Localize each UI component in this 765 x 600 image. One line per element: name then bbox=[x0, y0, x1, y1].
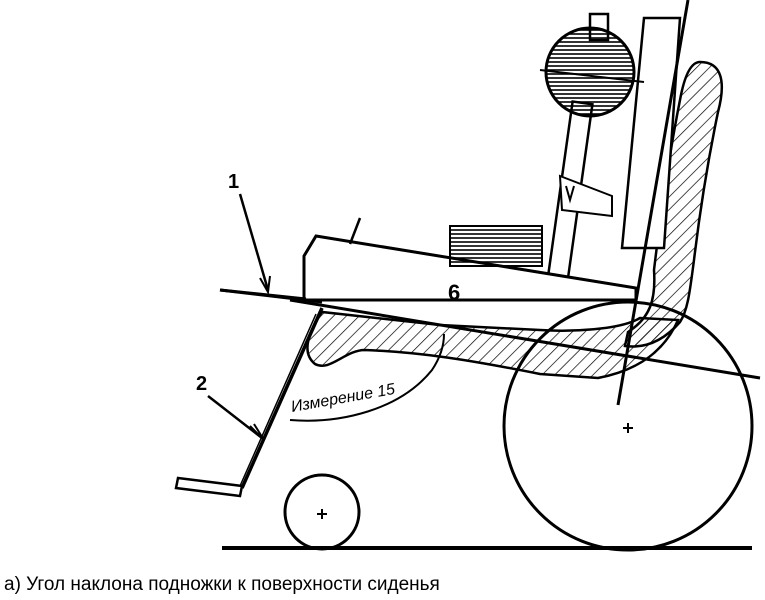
footrest-leg-inner bbox=[239, 313, 317, 487]
back-post-line bbox=[616, 0, 690, 406]
protractor-disc bbox=[544, 26, 636, 118]
leader-arrow-1 bbox=[259, 275, 271, 296]
front-wheel-hub bbox=[317, 509, 327, 519]
seat-block bbox=[449, 225, 543, 267]
label-2: 2 bbox=[196, 373, 207, 395]
front-wheel bbox=[283, 473, 361, 551]
measurement-label: Измерение 15 bbox=[290, 381, 397, 416]
rear-wheel-hub bbox=[623, 423, 633, 433]
wheelchair-diagram: 6 Измерение 15 1 2 bbox=[174, 0, 761, 552]
rear-wheel bbox=[502, 300, 754, 552]
figure-caption: а) Угол наклона подножки к поверхности с… bbox=[4, 574, 440, 595]
label-1: 1 bbox=[228, 171, 239, 193]
seat-board bbox=[302, 234, 638, 302]
leader-line-1 bbox=[238, 193, 270, 291]
reference-line-1-ext bbox=[219, 288, 307, 301]
seat-cushion bbox=[306, 310, 680, 380]
leader-arrow-2 bbox=[249, 423, 265, 441]
device-bracket bbox=[558, 174, 613, 218]
protractor-axis bbox=[539, 69, 645, 83]
device-arrow bbox=[565, 185, 575, 204]
seat-label-6: 6 bbox=[448, 280, 460, 305]
backrest-frame bbox=[620, 16, 682, 250]
footplate bbox=[174, 476, 244, 498]
seat-plane-line bbox=[289, 298, 761, 380]
leader-line-2 bbox=[207, 395, 263, 439]
measurement-arc bbox=[289, 333, 445, 422]
seat-stick bbox=[348, 217, 362, 245]
footrest-leg bbox=[240, 307, 324, 489]
